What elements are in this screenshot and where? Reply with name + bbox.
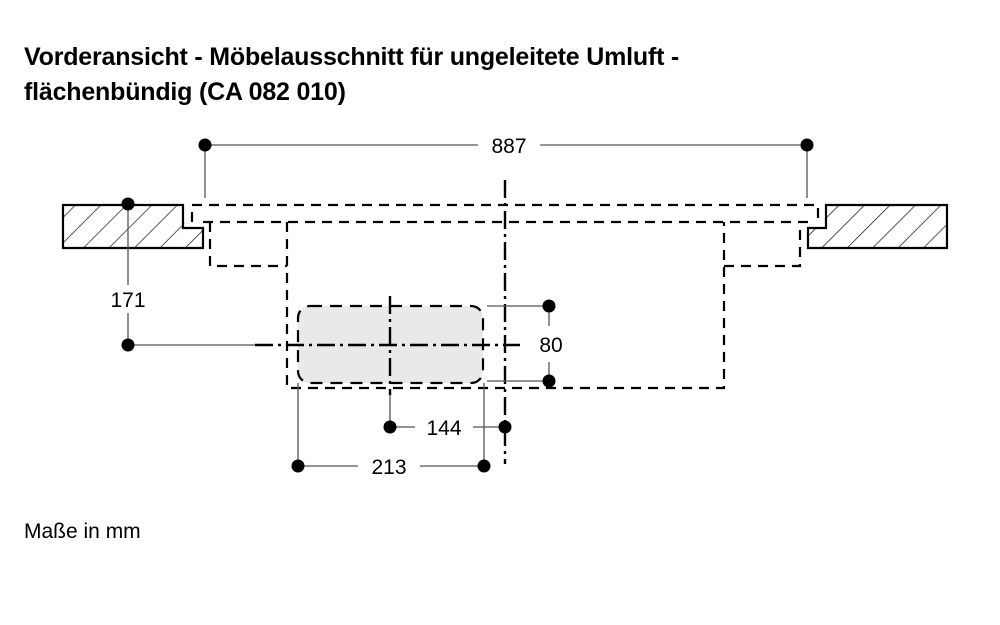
- dimension-lines: [127, 144, 808, 467]
- diagram-title-line-1: Vorderansicht - Möbelausschnitt für unge…: [24, 43, 680, 71]
- right-countertop-section: [806, 203, 949, 250]
- diagram-title-line-2: flächenbündig (CA 082 010): [24, 78, 346, 106]
- dim-label-opening-height: 80: [539, 334, 562, 357]
- dim-label-opening-width: 213: [371, 456, 406, 479]
- left-countertop-section: [61, 203, 205, 250]
- dim-label-center-offset: 144: [426, 417, 461, 440]
- dimension-endpoints: [121, 138, 814, 473]
- dim-label-overall-width: 887: [491, 135, 526, 158]
- diagram-title: Vorderansicht - Möbelausschnitt für unge…: [24, 40, 679, 110]
- units-note: Maße in mm: [24, 520, 141, 543]
- center-lines: [255, 180, 520, 464]
- dim-label-depth-to-center: 171: [110, 289, 145, 312]
